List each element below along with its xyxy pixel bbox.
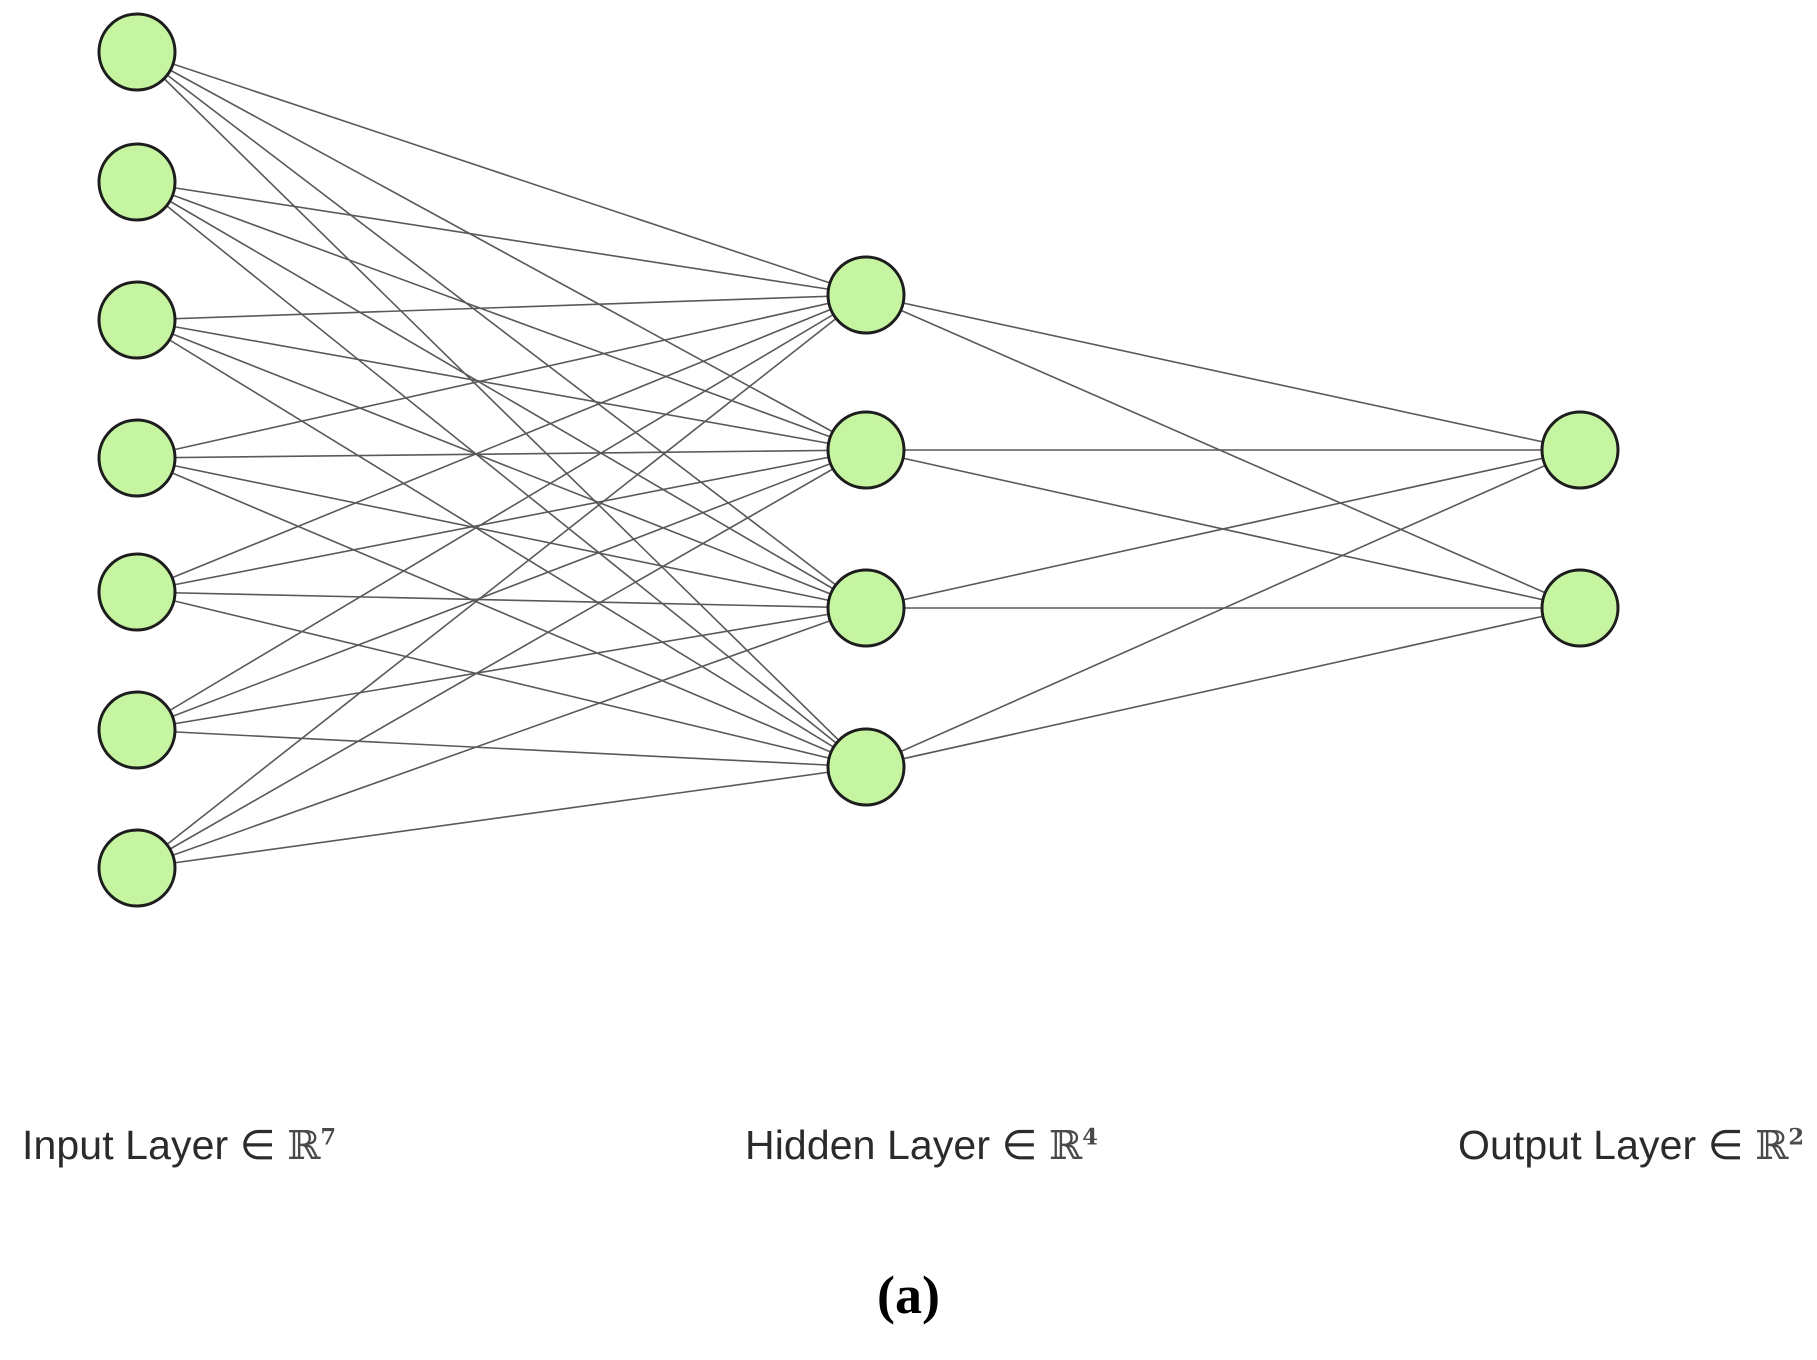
edge-input-6-to-hidden-3 [136, 607, 867, 731]
edges-group [136, 51, 1581, 869]
edge-input-6-to-hidden-4 [136, 729, 867, 768]
edge-input-2-to-hidden-4 [136, 181, 867, 768]
node-input-1[interactable] [97, 12, 177, 92]
node-hidden-4[interactable] [826, 727, 906, 807]
edge-input-1-to-hidden-3 [136, 51, 867, 609]
edge-input-3-to-hidden-1 [136, 294, 867, 321]
edge-input-4-to-hidden-4 [136, 457, 867, 768]
edge-input-3-to-hidden-4 [136, 319, 867, 768]
edge-input-6-to-hidden-1 [136, 294, 867, 731]
edge-input-7-to-hidden-3 [136, 607, 867, 869]
edge-input-7-to-hidden-1 [136, 294, 867, 869]
node-hidden-3[interactable] [826, 568, 906, 648]
node-input-5[interactable] [97, 552, 177, 632]
edge-hidden-4-to-output-1 [865, 449, 1581, 768]
edge-input-4-to-hidden-1 [136, 294, 867, 459]
edge-input-7-to-hidden-4 [136, 766, 867, 869]
node-output-2[interactable] [1540, 568, 1620, 648]
edge-input-3-to-hidden-3 [136, 319, 867, 609]
edge-input-4-to-hidden-2 [136, 449, 867, 459]
edge-input-5-to-hidden-1 [136, 294, 867, 593]
edge-input-4-to-hidden-3 [136, 457, 867, 609]
node-input-7[interactable] [97, 828, 177, 908]
node-input-2[interactable] [97, 142, 177, 222]
edge-input-2-to-hidden-3 [136, 181, 867, 609]
edge-input-1-to-hidden-2 [136, 51, 867, 451]
edge-input-5-to-hidden-3 [136, 591, 867, 609]
edge-input-2-to-hidden-1 [136, 181, 867, 296]
edge-hidden-1-to-output-2 [865, 294, 1581, 609]
edge-hidden-3-to-output-1 [865, 449, 1581, 609]
edge-input-1-to-hidden-4 [136, 51, 867, 768]
node-hidden-1[interactable] [826, 255, 906, 335]
node-input-3[interactable] [97, 280, 177, 360]
edge-input-5-to-hidden-2 [136, 449, 867, 593]
figure-caption: (a) [877, 1265, 940, 1325]
edge-input-6-to-hidden-2 [136, 449, 867, 731]
edge-input-3-to-hidden-2 [136, 319, 867, 451]
edge-input-2-to-hidden-2 [136, 181, 867, 451]
edge-hidden-4-to-output-2 [865, 607, 1581, 768]
edge-input-5-to-hidden-4 [136, 591, 867, 768]
edge-input-1-to-hidden-1 [136, 51, 867, 296]
node-input-4[interactable] [97, 418, 177, 498]
node-output-1[interactable] [1540, 410, 1620, 490]
edge-hidden-1-to-output-1 [865, 294, 1581, 451]
node-hidden-2[interactable] [826, 410, 906, 490]
node-input-6[interactable] [97, 690, 177, 770]
nodes-group [97, 12, 1620, 908]
edge-input-7-to-hidden-2 [136, 449, 867, 869]
